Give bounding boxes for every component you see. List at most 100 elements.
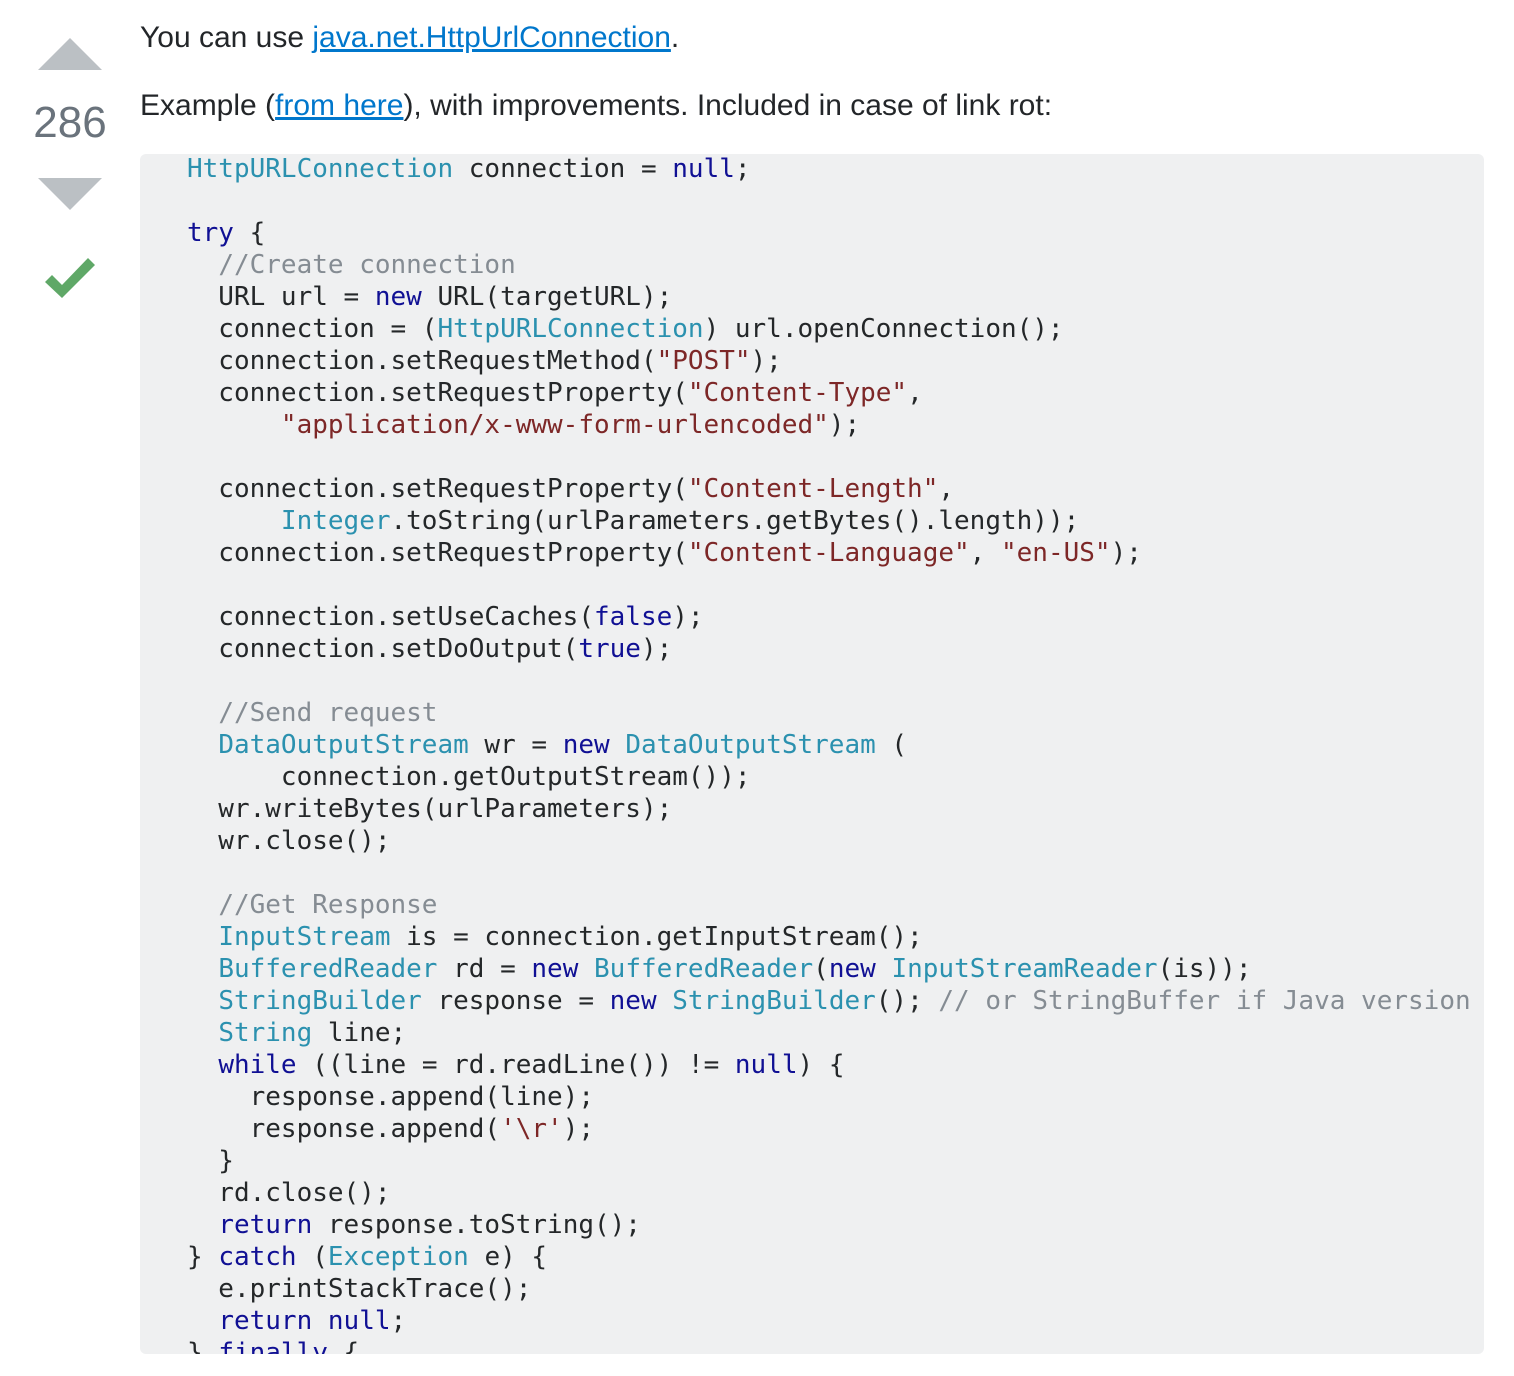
- code-keyword: return: [218, 1306, 313, 1336]
- code-text: URL url =: [187, 282, 375, 312]
- code-text: ) {: [797, 1050, 845, 1080]
- accepted-answer-check-icon: [45, 258, 95, 298]
- code-text: connection.setRequestMethod(: [187, 346, 657, 376]
- code-text: [187, 1210, 218, 1240]
- code-line: StringBuilder response = new StringBuild…: [187, 985, 1470, 1017]
- code-line: while ((line = rd.readLine()) != null) {: [187, 1049, 1471, 1081]
- code-type: DataOutputStream: [218, 730, 469, 760]
- code-text: }: [187, 1242, 219, 1272]
- code-keyword: new: [828, 954, 876, 984]
- code-type: Exception: [327, 1242, 469, 1272]
- code-line: BufferedReader rd = new BufferedReader(n…: [187, 953, 1471, 985]
- code-text: ;: [734, 154, 751, 184]
- code-text: ((line = rd.readLine()) !=: [296, 1050, 735, 1080]
- code-text: );: [672, 602, 704, 632]
- code-text: [187, 954, 218, 984]
- code-text: [187, 730, 218, 760]
- code-text: [187, 1050, 218, 1080]
- code-keyword: null: [327, 1306, 391, 1336]
- code-text: [187, 890, 218, 920]
- code-text: [187, 1018, 218, 1048]
- code-string: "application/x-www-form-urlencoded": [280, 410, 829, 440]
- code-text: response.toString();: [312, 1210, 641, 1240]
- code-text: [187, 922, 218, 952]
- downvote-arrow-icon[interactable]: [38, 178, 102, 210]
- code-text: );: [750, 346, 782, 376]
- code-text: e.printStackTrace();: [187, 1274, 532, 1304]
- code-text: (is));: [1157, 954, 1252, 984]
- code-text: }: [187, 1338, 219, 1354]
- upvote-arrow-icon[interactable]: [38, 38, 102, 70]
- code-text: connection.setRequestProperty(: [187, 474, 688, 504]
- code-line: //Send request: [187, 697, 1471, 729]
- code-text: rd.close();: [187, 1178, 391, 1208]
- code-keyword: finally: [218, 1338, 328, 1354]
- vote-cell: 286: [28, 30, 112, 320]
- code-string: "Content-Language": [687, 538, 970, 568]
- code-line: try {: [187, 217, 1471, 249]
- code-line: connection.setRequestProperty("Content-L…: [187, 537, 1471, 569]
- code-line: connection.setRequestMethod("POST");: [187, 345, 1471, 377]
- code-line: [187, 665, 1471, 697]
- code-text: }: [187, 1146, 234, 1176]
- code-line: [187, 569, 1471, 601]
- code-text: response.append(line);: [187, 1082, 594, 1112]
- code-text: [312, 1306, 328, 1336]
- paragraph-text: Example (: [140, 89, 276, 122]
- code-string: "en-US": [1000, 538, 1111, 568]
- from-here-link[interactable]: from here: [275, 89, 404, 122]
- code-text: (: [875, 730, 908, 760]
- code-text: ;: [390, 1306, 407, 1336]
- code-text: rd =: [437, 954, 532, 984]
- paragraph-text: You can use: [140, 21, 313, 54]
- code-type: Integer: [280, 506, 391, 536]
- code-type: BufferedReader: [594, 954, 814, 984]
- code-keyword: return: [218, 1210, 313, 1240]
- code-text: [187, 698, 218, 728]
- code-type: StringBuilder: [218, 986, 422, 1016]
- code-line: connection.setRequestProperty("Content-T…: [187, 377, 1471, 409]
- code-block[interactable]: HttpURLConnection connection = null;try …: [140, 154, 1484, 1354]
- code-line: [187, 857, 1471, 889]
- code-comment: //Create connection: [218, 250, 516, 280]
- code-keyword: catch: [218, 1242, 297, 1272]
- code-text: );: [828, 410, 861, 440]
- code-line: wr.close();: [187, 825, 1471, 857]
- code-line: //Get Response: [187, 889, 1471, 921]
- code-text: );: [562, 1114, 595, 1144]
- code-text: [876, 954, 892, 984]
- paragraph-text: .: [670, 21, 680, 54]
- code-string: "Content-Length": [687, 474, 939, 504]
- code-text: is = connection.getInputStream();: [390, 922, 923, 952]
- code-text: [187, 250, 218, 280]
- code-text: connection.setRequestProperty(: [187, 378, 688, 408]
- code-type: HttpURLConnection: [187, 154, 454, 184]
- code-type: String: [218, 1018, 313, 1048]
- code-line: return response.toString();: [187, 1209, 1471, 1241]
- code-line: rd.close();: [187, 1177, 1471, 1209]
- code-type: StringBuilder: [672, 986, 876, 1016]
- code-text: e) {: [468, 1242, 548, 1272]
- httpurlconnection-link[interactable]: java.net.HttpUrlConnection: [312, 21, 671, 54]
- code-keyword: null: [672, 154, 735, 184]
- code-line: Integer.toString(urlParameters.getBytes(…: [187, 505, 1471, 537]
- code-text: connection = (: [187, 314, 438, 344]
- code-line: return null;: [187, 1305, 1471, 1337]
- code-text: connection.setUseCaches(: [187, 602, 594, 632]
- code-line: } catch (Exception e) {: [187, 1241, 1471, 1273]
- answer-paragraph-2: Example (from here), with improvements. …: [140, 86, 1052, 126]
- code-type: DataOutputStream: [625, 730, 876, 760]
- code-text: line;: [312, 1018, 407, 1048]
- code-line: InputStream is = connection.getInputStre…: [187, 921, 1471, 953]
- code-text: );: [640, 634, 673, 664]
- code-text: ();: [875, 986, 939, 1016]
- code-text: response.append(: [187, 1114, 501, 1144]
- code-text: wr =: [468, 730, 563, 760]
- code-line: connection.getOutputStream());: [187, 761, 1471, 793]
- code-keyword: new: [609, 986, 657, 1016]
- code-text: .toString(urlParameters.getBytes().lengt…: [390, 506, 1080, 536]
- code-keyword: new: [531, 954, 579, 984]
- code-keyword: while: [218, 1050, 297, 1080]
- code-line: connection = (HttpURLConnection) url.ope…: [187, 313, 1471, 345]
- code-text: [610, 730, 626, 760]
